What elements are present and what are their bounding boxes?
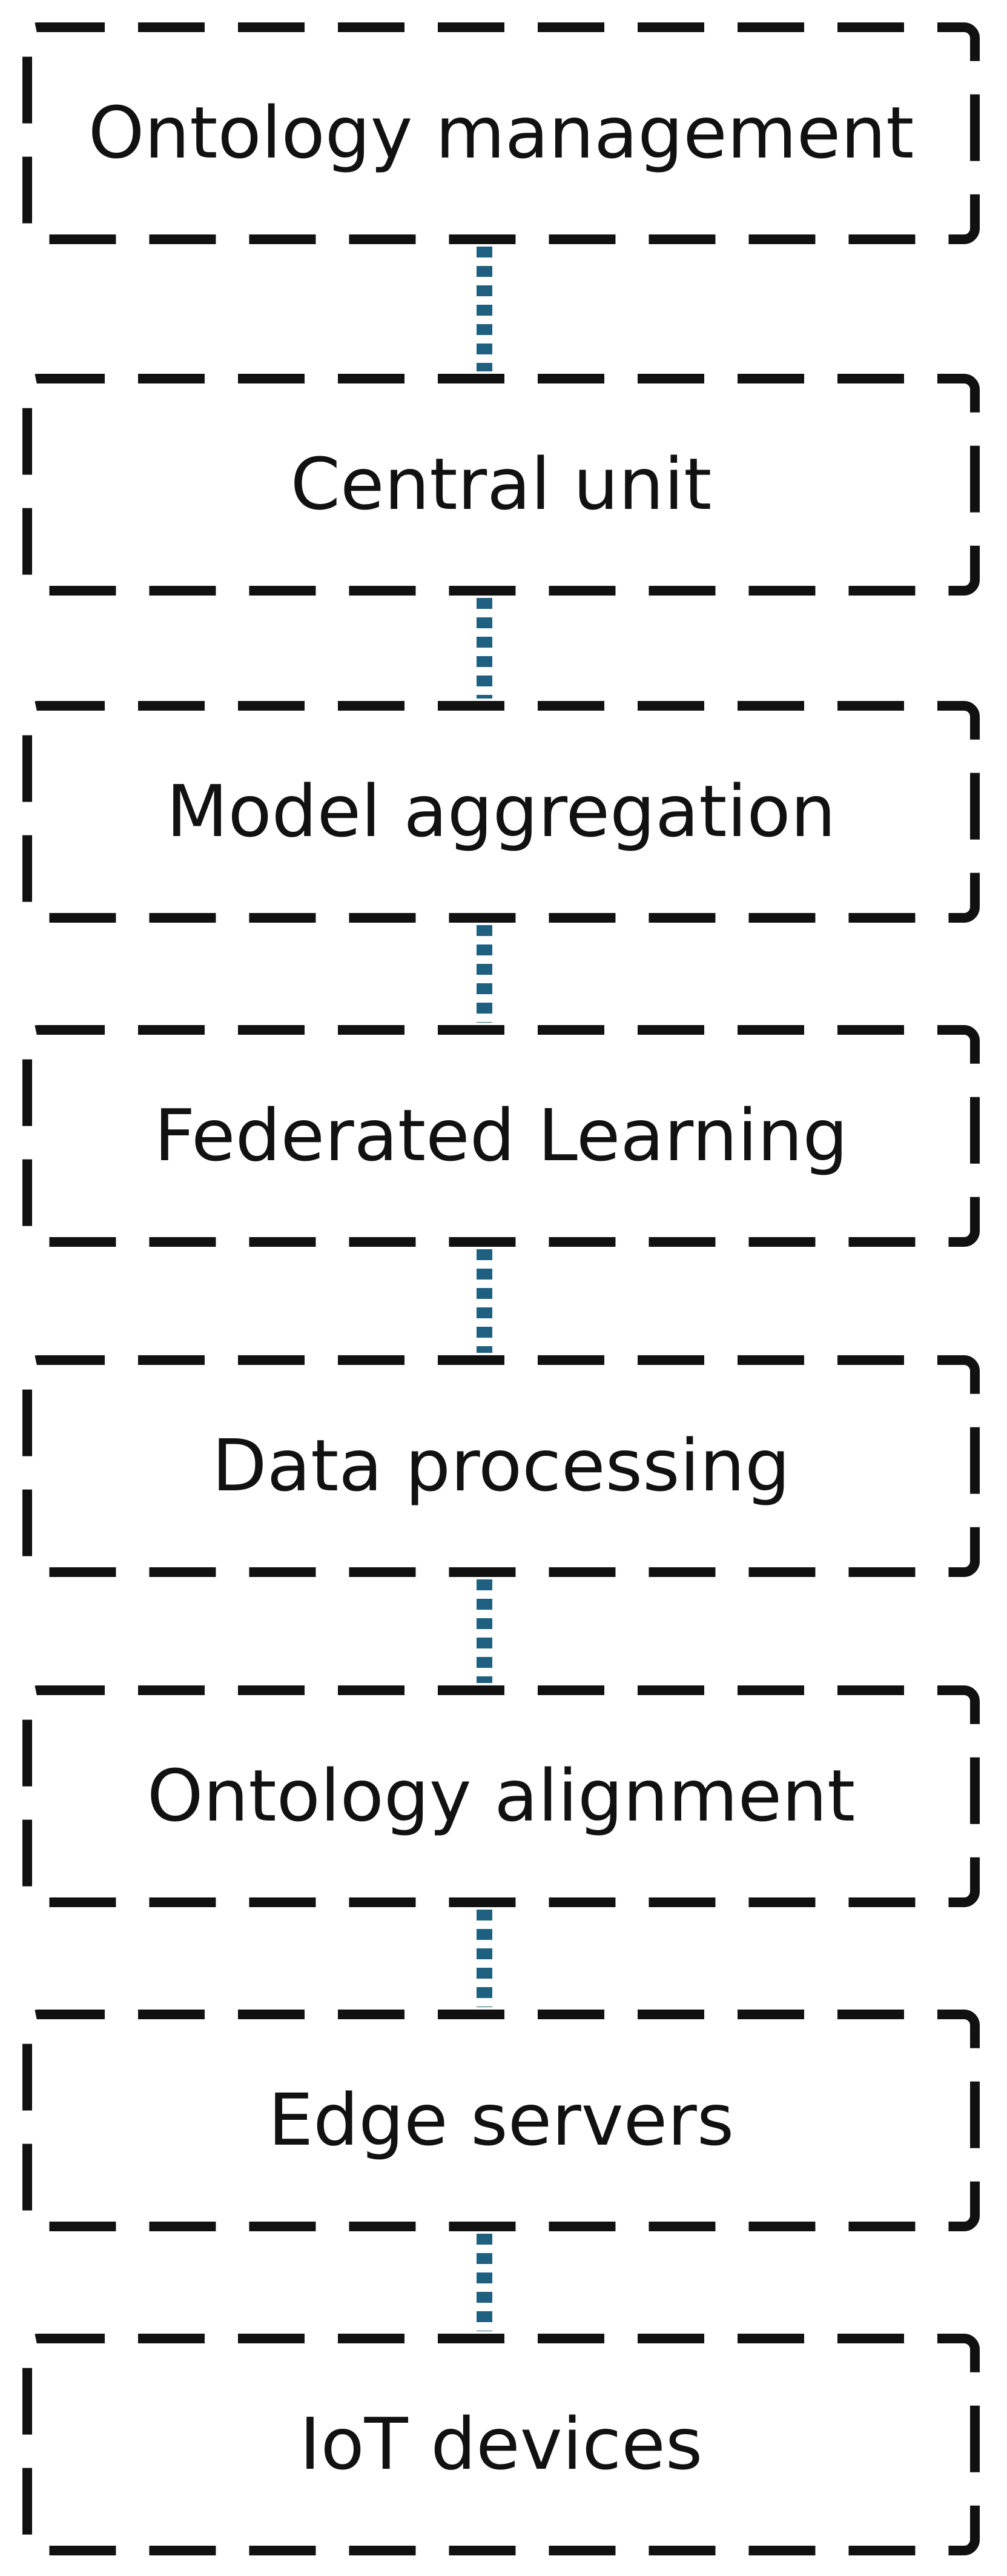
- layer-box-6: [22, 1685, 980, 1907]
- layer-label-5: Data processing: [212, 1424, 790, 1507]
- layer-label-2: Central unit: [291, 442, 712, 526]
- layer-box-5: [22, 1355, 980, 1577]
- layer-box-1: [22, 22, 980, 244]
- layer-box-7: [22, 2010, 980, 2231]
- layer-label-1: Ontology management: [88, 91, 914, 174]
- layer-label-4: Federated Learning: [154, 1094, 848, 1177]
- layer-label-6: Ontology alignment: [147, 1754, 856, 1837]
- layer-box-2: [22, 374, 980, 596]
- layer-box-8: [22, 2334, 980, 2555]
- layer-label-3: Model aggregation: [167, 769, 836, 853]
- layer-label-7: Edge servers: [268, 2078, 734, 2162]
- layer-box-4: [22, 1025, 980, 1247]
- layer-box-3: [22, 701, 980, 923]
- layer-label-8: IoT devices: [300, 2402, 703, 2486]
